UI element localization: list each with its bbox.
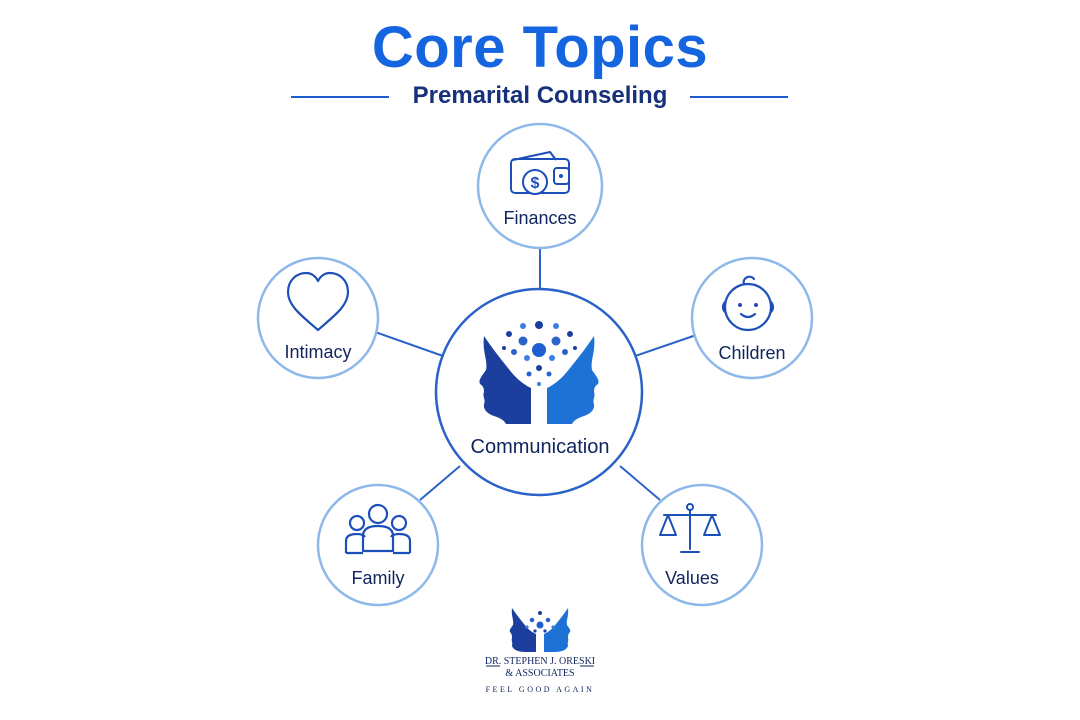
baby-face-icon bbox=[721, 275, 775, 332]
page-title: Core Topics bbox=[371, 15, 709, 80]
children-circle bbox=[690, 256, 814, 380]
connector-family bbox=[419, 465, 461, 501]
logo-name-line2: & ASSOCIATES bbox=[505, 668, 575, 679]
topic-label-finances: Finances bbox=[503, 208, 577, 228]
topic-label-intimacy: Intimacy bbox=[284, 342, 352, 362]
page-subtitle: Premarital Counseling bbox=[412, 82, 668, 109]
subtitle-row: Premarital Counseling bbox=[0, 82, 1080, 112]
center-label-communication: Communication bbox=[470, 436, 610, 458]
logo-mark-icon bbox=[509, 608, 571, 652]
logo-name: DR. STEPHEN J. ORESKI & ASSOCIATES bbox=[470, 656, 610, 680]
heart-icon bbox=[286, 271, 350, 332]
connector-intimacy bbox=[374, 331, 444, 357]
logo-tagline: FEEL GOOD AGAIN bbox=[485, 685, 595, 694]
connector-values bbox=[619, 465, 661, 501]
topic-label-values: Values bbox=[665, 568, 719, 588]
two-faces-brain-icon bbox=[479, 321, 599, 424]
subtitle-rule-left bbox=[291, 96, 389, 98]
topic-label-family: Family bbox=[351, 568, 405, 588]
wallet-dollar-icon: $ bbox=[510, 151, 570, 195]
connector-children bbox=[634, 331, 706, 357]
balance-scale-icon bbox=[659, 503, 721, 553]
communication-circle bbox=[434, 287, 644, 497]
family-circle bbox=[316, 483, 440, 607]
logo-name-line1: DR. STEPHEN J. ORESKI bbox=[484, 656, 596, 667]
svg-text:$: $ bbox=[531, 175, 540, 192]
family-group-icon bbox=[344, 503, 412, 555]
subtitle-rule-right bbox=[690, 96, 788, 98]
topic-label-children: Children bbox=[718, 343, 786, 363]
